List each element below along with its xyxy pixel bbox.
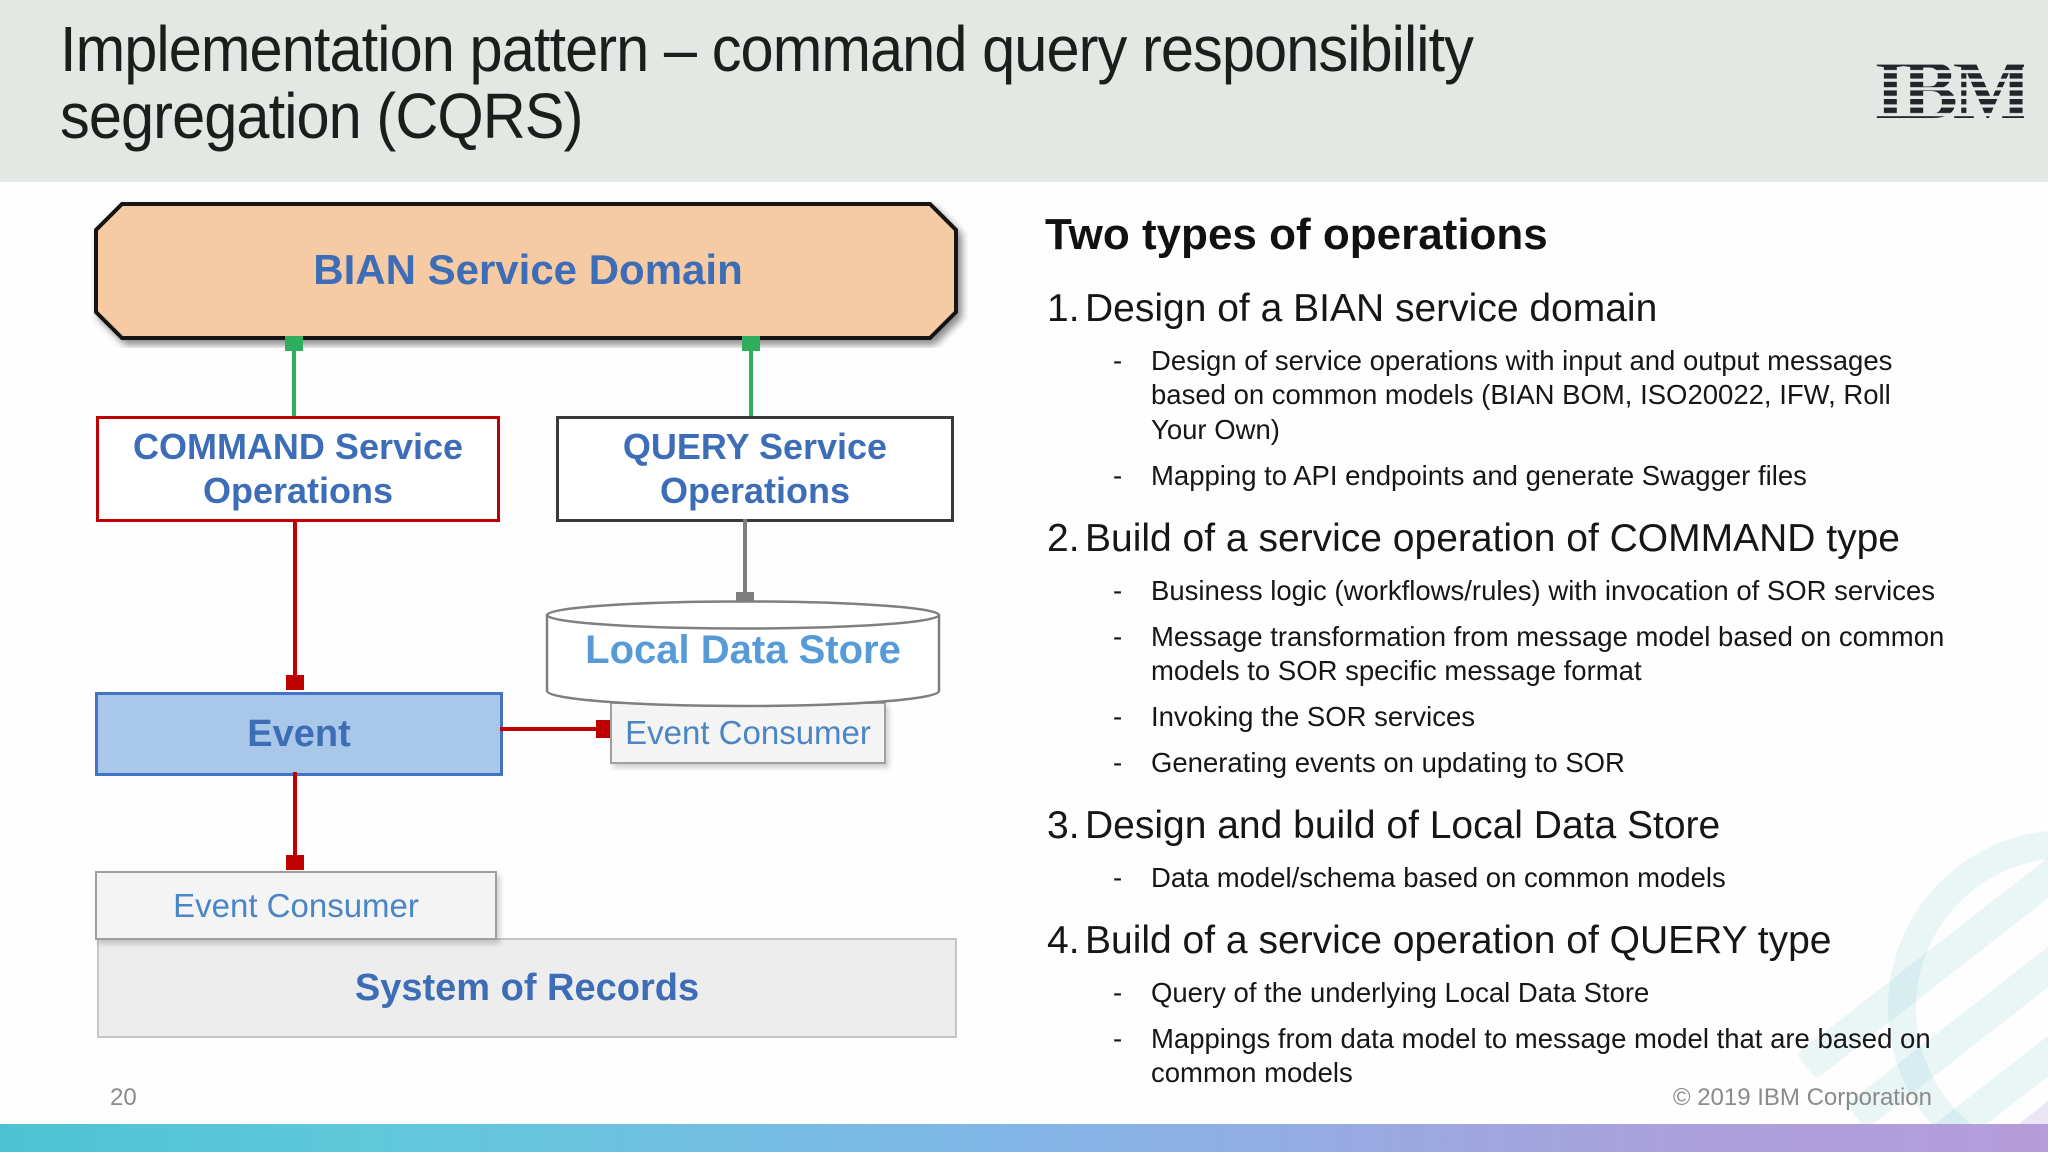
arrowhead-command-to-event [286, 675, 304, 690]
section-4-title: Build of a service operation of QUERY ty… [1085, 919, 1832, 963]
bian-service-domain-label: BIAN Service Domain [313, 246, 743, 293]
bullet: Query of the underlying Local Data Store [1111, 976, 1945, 1011]
bullet: Data model/schema based on common models [1111, 861, 1945, 896]
copyright-text: © 2019 IBM Corporation [1672, 1084, 1932, 1111]
arrowhead-event-to-consumer-bottom [286, 855, 304, 870]
event-label: Event [247, 712, 351, 755]
arrow-event-to-consumer-bottom [293, 772, 297, 856]
bottom-gradient-bar [0, 1124, 2048, 1152]
section-3-title: Design and build of Local Data Store [1085, 804, 1721, 848]
arrowhead-command-to-bian [285, 336, 303, 351]
header-band: Implementation pattern – command query r… [0, 0, 2048, 182]
bullet: Mappings from data model to message mode… [1111, 1022, 1945, 1091]
bullet: Generating events on updating to SOR [1111, 746, 1945, 781]
system-of-records-label: System of Records [354, 966, 700, 1009]
section-3-bullets: Data model/schema based on common models [1111, 861, 1945, 896]
section-2-title: Build of a service operation of COMMAND … [1085, 517, 1901, 561]
section-2-heading: 2. Build of a service operation of COMMA… [1045, 515, 1945, 563]
command-service-operations-box: COMMAND Service Operations [96, 416, 500, 522]
system-of-records-box: System of Records [97, 938, 957, 1038]
content-column: Two types of operations 1. Design of a B… [1045, 210, 1945, 1091]
event-consumer-right-box: Event Consumer [610, 702, 886, 764]
command-label-line1: COMMAND Service [132, 426, 464, 467]
list-item-2: 2. Build of a service operation of COMMA… [1045, 515, 1945, 780]
local-data-store-cylinder [545, 600, 941, 708]
section-1-heading: 1. Design of a BIAN service domain [1045, 285, 1945, 333]
section-4-heading: 4. Build of a service operation of QUERY… [1045, 917, 1945, 965]
bian-service-domain-box [94, 202, 958, 340]
arrow-query-to-local-data-store [743, 519, 747, 593]
ibm-logo-text: IBM [1874, 56, 2024, 126]
bullet: Message transformation from message mode… [1111, 620, 1945, 689]
bullet: Mapping to API endpoints and generate Sw… [1111, 459, 1945, 494]
bullet: Business logic (workflows/rules) with in… [1111, 574, 1945, 609]
event-consumer-left-label: Event Consumer [173, 886, 419, 924]
ibm-logo: IBM [1874, 56, 2024, 126]
arrow-command-to-event [293, 519, 297, 676]
section-3-heading: 3. Design and build of Local Data Store [1045, 802, 1945, 850]
section-4-bullets: Query of the underlying Local Data Store… [1111, 976, 1945, 1091]
section-4-number: 4. [1047, 919, 1080, 963]
event-consumer-right-label: Event Consumer [625, 714, 871, 751]
section-2-bullets: Business logic (workflows/rules) with in… [1111, 574, 1945, 780]
bullet: Design of service operations with input … [1111, 344, 1945, 448]
slide-title-line2: segregation (CQRS) [60, 80, 583, 152]
arrow-event-to-consumer [500, 727, 597, 731]
section-3-number: 3. [1047, 804, 1080, 848]
arrow-query-to-bian [749, 350, 753, 416]
content-heading: Two types of operations [1045, 210, 1548, 259]
bullet: Invoking the SOR services [1111, 700, 1945, 735]
event-box: Event [95, 692, 503, 776]
arrow-command-to-bian [292, 350, 296, 416]
list-item-3: 3. Design and build of Local Data Store … [1045, 802, 1945, 895]
arrowhead-event-to-consumer [596, 720, 612, 738]
section-1-title: Design of a BIAN service domain [1085, 287, 1658, 331]
section-1-number: 1. [1047, 287, 1080, 331]
slide-title-line1: Implementation pattern – command query r… [60, 13, 1474, 85]
command-label-line2: Operations [202, 470, 394, 511]
page-number: 20 [110, 1084, 137, 1111]
arrowhead-query-to-bian [742, 336, 760, 351]
slide-title: Implementation pattern – command query r… [60, 16, 1827, 150]
query-label-line1: QUERY Service [622, 426, 888, 467]
list-item-1: 1. Design of a BIAN service domain Desig… [1045, 285, 1945, 493]
query-label-line2: Operations [659, 470, 851, 511]
section-2-number: 2. [1047, 517, 1080, 561]
section-1-bullets: Design of service operations with input … [1111, 344, 1945, 494]
local-data-store-label: Local Data Store [585, 628, 901, 672]
list-item-4: 4. Build of a service operation of QUERY… [1045, 917, 1945, 1091]
event-consumer-left-box: Event Consumer [95, 871, 497, 940]
query-service-operations-box: QUERY Service Operations [556, 416, 954, 522]
